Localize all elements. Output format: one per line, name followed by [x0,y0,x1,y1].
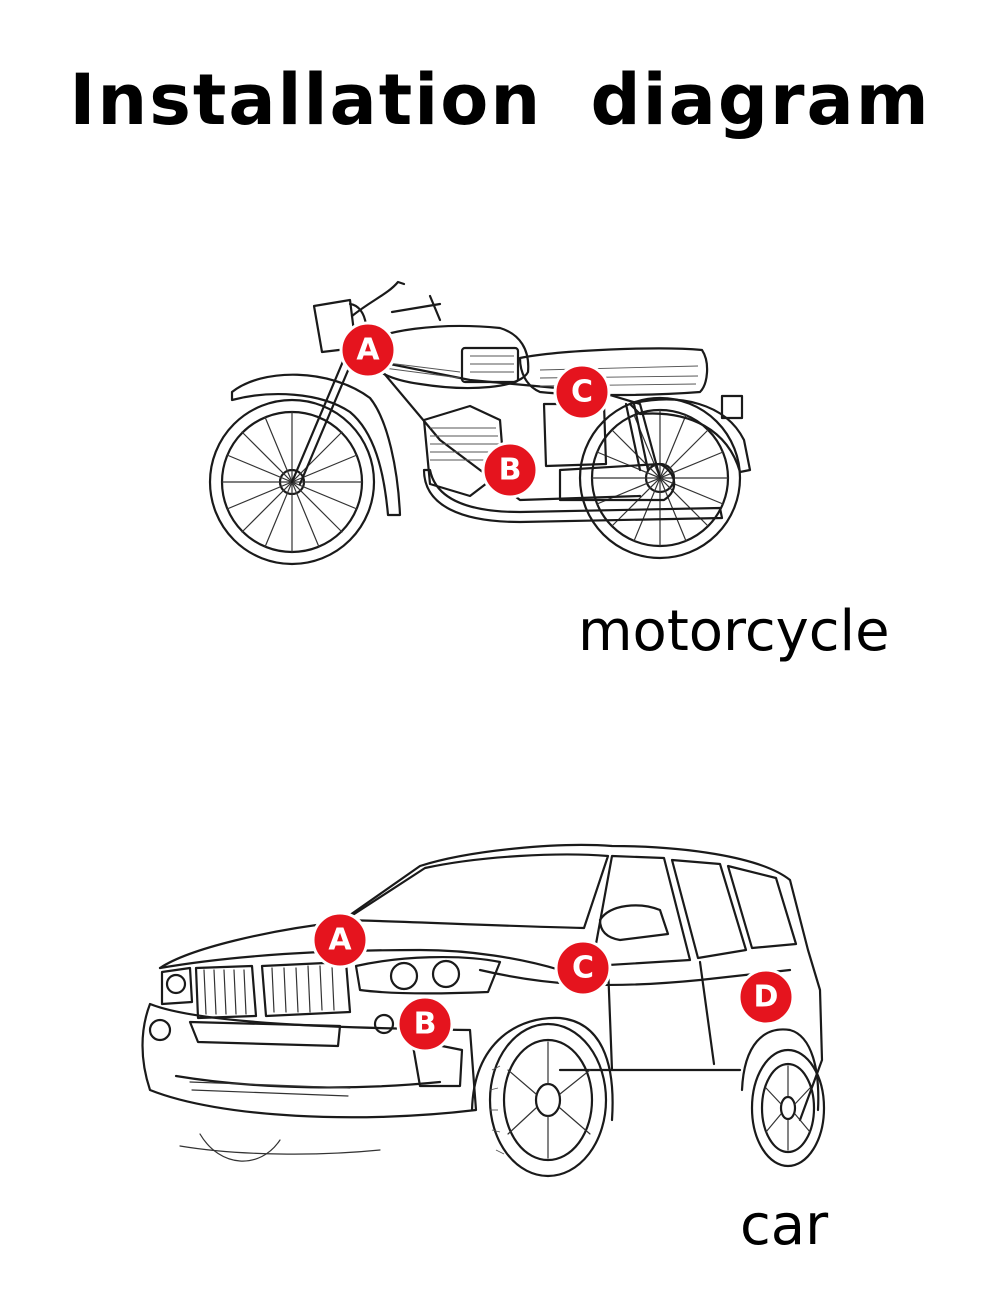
svg-text:B: B [499,453,522,488]
motorcycle-marker-b: B [483,443,537,497]
motorcycle-drawing [210,282,750,564]
car-grille [196,962,350,1018]
car-label: car [740,1198,828,1254]
car-illustration: A B C D [0,830,1000,1180]
car-front-wheel [490,1024,606,1176]
car-marker-b: B [398,997,452,1051]
car-rear-wheel [752,1050,824,1166]
motorcycle-illustration: A B C [0,270,1000,570]
svg-text:A: A [328,923,352,958]
car-marker-a: A [313,913,367,967]
motorcycle-marker-a: A [341,323,395,377]
svg-text:A: A [356,333,380,368]
svg-text:D: D [754,980,779,1015]
svg-text:C: C [572,951,594,986]
svg-text:C: C [571,375,593,410]
page-title: Installation diagram [0,58,1000,142]
motorcycle-label: motorcycle [578,604,890,660]
car-marker-c: C [556,941,610,995]
car-drawing [143,845,825,1176]
svg-text:B: B [414,1007,437,1042]
motorcycle-marker-c: C [555,365,609,419]
car-marker-d: D [739,970,793,1024]
